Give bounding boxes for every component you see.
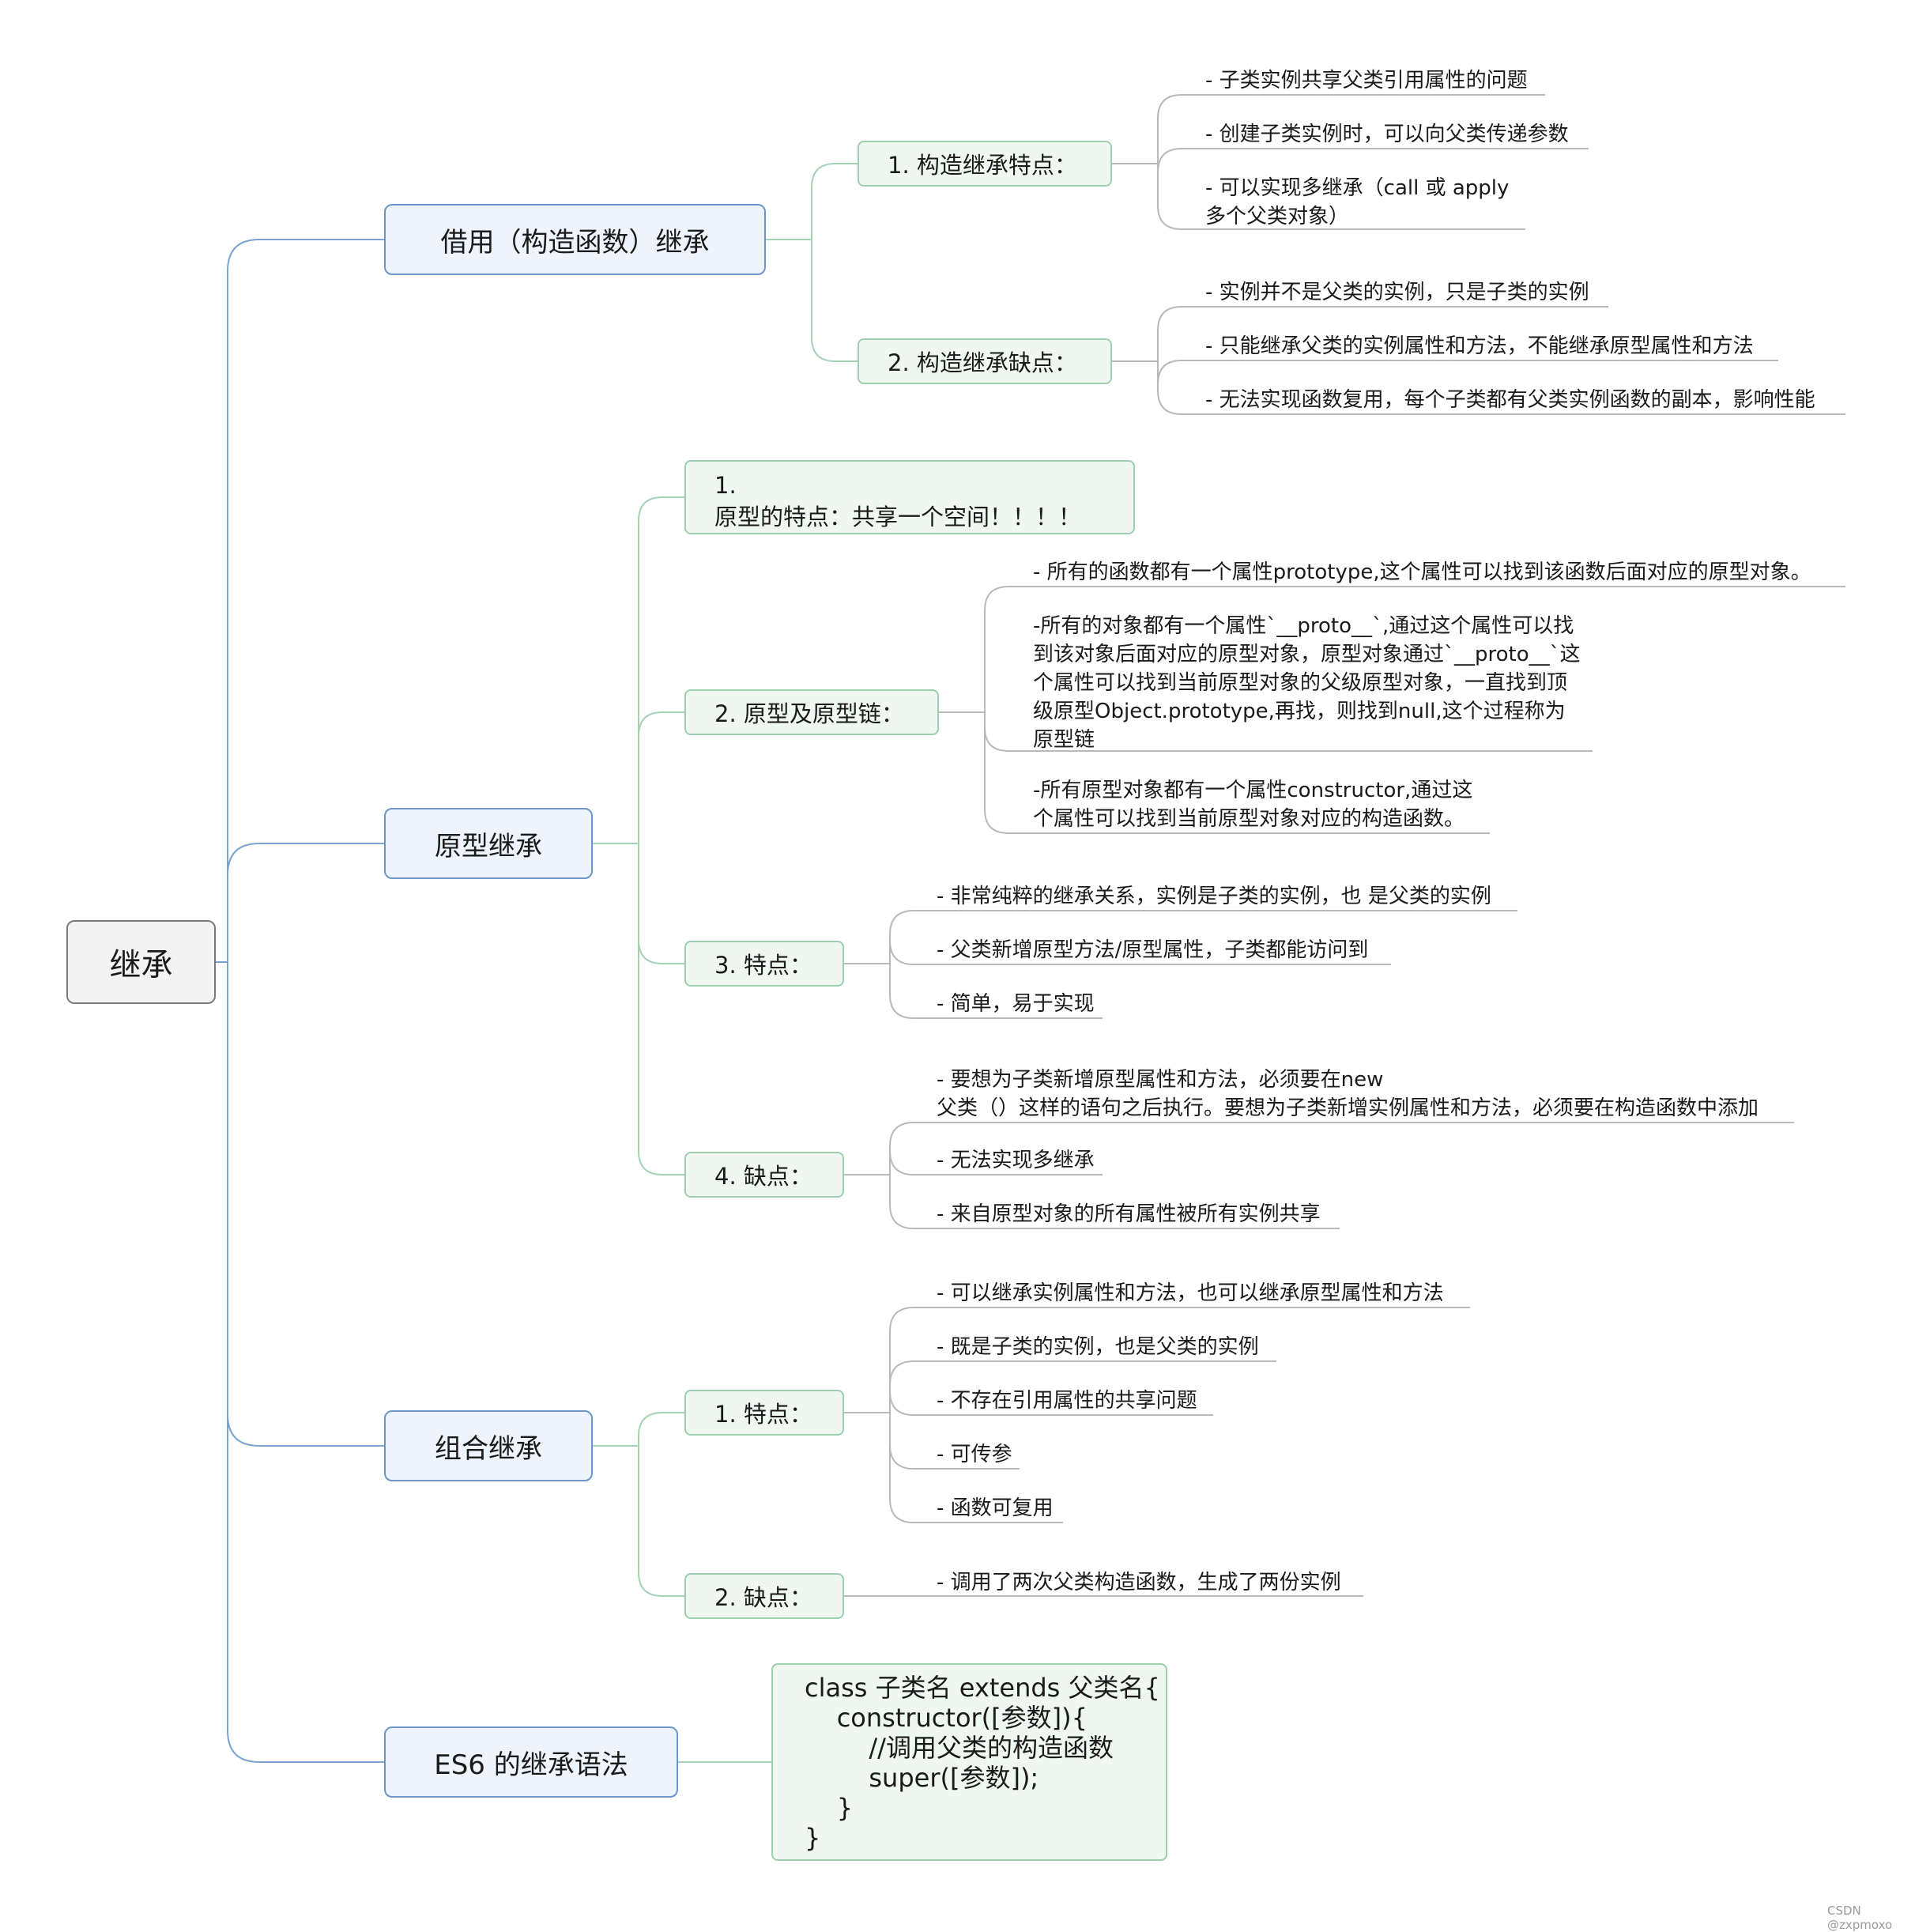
leaf-connector-underline [1157,361,1845,415]
topic-combination-drawbacks[interactable]: 2. 缺点： [684,1573,844,1619]
leaf-connector-underline [1157,164,1525,230]
leaf-item: - 所有的函数都有一个属性prototype,这个属性可以找到该函数后面对应的原… [1033,560,1811,584]
leaf-item: - 无法实现函数复用，每个子类都有父类实例函数的副本，影响性能 [1205,388,1815,412]
leaf-item: - 创建子类实例时，可以向父类传递参数 [1205,123,1569,146]
branch-prototype[interactable]: 原型继承 [384,808,593,879]
leaf-connector-underline [1157,306,1608,361]
leaf-item: - 简单，易于实现 [937,992,1095,1016]
branch1-connector [638,711,684,843]
root-connector [227,962,384,1447]
leaf-connector-underline [889,1391,1213,1416]
branch2-connector [638,1446,684,1597]
leaf-item: - 可以实现多继承（call 或 apply 多个父类对象） [1205,176,1510,228]
topic-prototype-features[interactable]: 3. 特点： [684,941,844,987]
leaf-item: - 函数可复用 [937,1496,1054,1520]
leaf-connector-underline [1157,148,1589,173]
leaf-connector-underline [984,586,1845,712]
branch-es6[interactable]: ES6 的继承语法 [384,1726,678,1798]
branch1-connector [638,843,684,1175]
leaf-item: - 只能继承父类的实例属性和方法，不能继承原型属性和方法 [1205,334,1754,358]
topic-prototype-drawbacks[interactable]: 4. 缺点： [684,1152,844,1198]
leaf-item: -所有原型对象都有一个属性constructor,通过这 个属性可以找到当前原型… [1033,779,1473,831]
branch0-connector [811,163,858,240]
leaf-connector-underline [1157,94,1545,164]
topic-prototype-feature[interactable]: 1. 原型的特点：共享一个空间！！！！ [684,460,1135,534]
branch2-connector [638,1412,684,1446]
branch-combination[interactable]: 组合继承 [384,1410,593,1481]
leaf-item: - 无法实现多继承 [937,1149,1095,1172]
leaf-item: - 子类实例共享父类引用属性的问题 [1205,69,1528,92]
leaf-connector-underline [889,940,1391,965]
topic-constructor-drawbacks[interactable]: 2. 构造继承缺点： [858,338,1112,384]
leaf-connector-underline [889,964,1103,1019]
leaf-connector-underline [889,1413,1063,1523]
topic-prototype-chain[interactable]: 2. 原型及原型链： [684,689,939,735]
watermark: CSDN @zxpmoxo [1827,1904,1893,1932]
leaf-connector-underline [889,1150,1103,1175]
root-connector [227,239,384,962]
leaf-item: - 不存在引用属性的共享问题 [937,1389,1197,1413]
leaf-connector-underline [889,910,1517,964]
leaf-item: -所有的对象都有一个属性`__proto__`,通过这个属性可以找 到该对象后面… [1033,614,1581,752]
leaf-connector-underline [889,1122,1794,1175]
leaf-item: - 调用了两次父类构造函数，生成了两份实例 [937,1571,1341,1594]
root-connector [227,843,384,962]
root-node[interactable]: 继承 [66,920,216,1004]
leaf-item: - 要想为子类新增原型属性和方法，必须要在new 父类（）这样的语句之后执行。要… [937,1068,1759,1120]
leaf-connector-underline [1157,360,1778,385]
leaf-item: - 实例并不是父类的实例，只是子类的实例 [1205,281,1589,304]
topic-combination-features[interactable]: 1. 特点： [684,1390,844,1436]
topic-constructor-features[interactable]: 1. 构造继承特点： [858,141,1112,187]
leaf-item: - 父类新增原型方法/原型属性，子类都能访问到 [937,938,1369,962]
branch-borrowed-constructor[interactable]: 借用（构造函数）继承 [384,204,766,275]
branch0-connector [811,240,858,362]
leaf-connector-underline [984,712,1490,834]
leaf-connector-underline [889,1175,1340,1229]
root-connector [227,962,384,1763]
leaf-item: - 来自原型对象的所有属性被所有实例共享 [937,1202,1321,1226]
leaf-item: - 既是子类的实例，也是父类的实例 [937,1335,1259,1359]
branch1-connector [638,843,684,964]
leaf-item: - 可以继承实例属性和方法，也可以继承原型属性和方法 [937,1281,1444,1305]
leaf-connector-underline [889,1360,1276,1413]
leaf-connector-underline [889,1307,1470,1413]
branch1-connector [638,496,684,843]
es6-code-block[interactable]: class 子类名 extends 父类名{ constructor([参数])… [771,1663,1167,1861]
leaf-item: - 可传参 [937,1443,1012,1466]
leaf-item: - 非常纯粹的继承关系，实例是子类的实例，也 是父类的实例 [937,885,1491,908]
